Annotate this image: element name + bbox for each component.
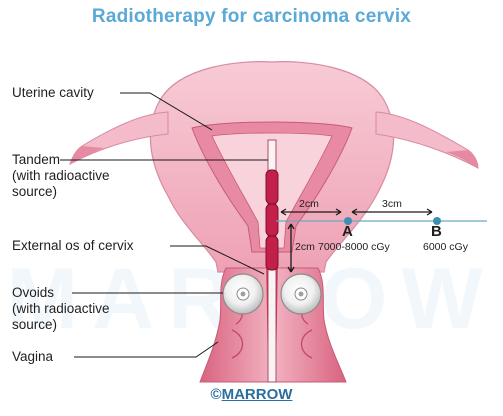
label-vagina: Vagina <box>12 349 54 364</box>
point-a-marker <box>344 217 352 225</box>
measure-2cm-horizontal: 2cm <box>299 198 319 210</box>
label-uterine-cavity: Uterine cavity <box>12 85 94 100</box>
measure-3cm: 3cm <box>382 198 402 210</box>
measure-2cm-vertical: 2cm <box>295 241 315 253</box>
point-a-label: A <box>342 223 353 240</box>
brand-name: MARROW <box>221 386 293 403</box>
copyright-symbol: © <box>210 386 222 403</box>
label-ovoids-line3: source) <box>12 317 58 332</box>
point-b-marker <box>433 217 441 225</box>
left-tube-edge <box>70 146 104 164</box>
label-ovoids-line2: (with radioactive <box>12 301 110 316</box>
label-ovoids: Ovoids <box>12 285 55 300</box>
copyright-footer: ©MARROW <box>0 386 503 403</box>
label-external-os: External os of cervix <box>12 238 134 253</box>
leader-uterine-cavity <box>120 92 213 131</box>
leader-external-os <box>170 245 265 275</box>
tandem-source-3 <box>265 235 279 271</box>
arrow-2cm-horizontal <box>280 208 342 216</box>
right-tube-edge <box>446 150 478 168</box>
tandem-source-2 <box>265 203 279 237</box>
arrow-3cm-horizontal <box>351 208 433 216</box>
diagram-title: Radiotherapy for carcinoma cervix <box>91 6 412 27</box>
point-a-dose: 7000-8000 cGy <box>318 241 390 253</box>
point-b-dose: 6000 cGy <box>423 241 468 253</box>
point-b-label: B <box>431 223 442 240</box>
label-tandem-line2: (with radioactive <box>12 168 110 183</box>
arrow-2cm-vertical <box>287 223 295 273</box>
tandem-source-1 <box>265 169 279 205</box>
leader-vagina <box>74 341 219 358</box>
label-tandem: Tandem <box>12 152 61 167</box>
label-tandem-line3: source) <box>12 184 58 199</box>
